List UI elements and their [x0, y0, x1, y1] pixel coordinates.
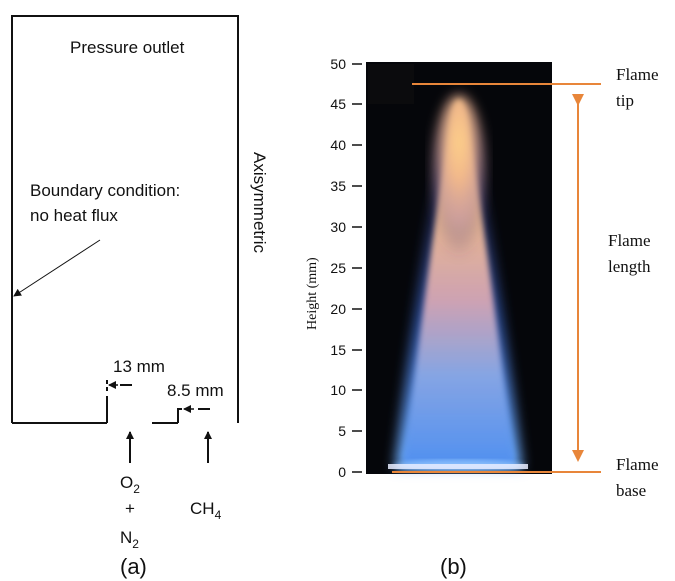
y-tick-labels: 0 5 10 15 20 25 30 35 40 45 50 — [330, 56, 346, 480]
oxidizer-plus: + — [125, 499, 135, 518]
y-axis-label: Height (mm) — [305, 257, 320, 330]
domain-outline — [11, 15, 239, 423]
y-tick-label: 5 — [338, 423, 346, 439]
flame-length-label-line2: length — [608, 257, 651, 276]
y-tick-label: 10 — [330, 382, 346, 398]
y-tick-label: 45 — [330, 96, 346, 112]
y-tick-label: 20 — [330, 301, 346, 317]
flame-base-label-line1: Flame — [616, 455, 659, 474]
panel-b: Height (mm) 0 5 10 15 20 25 30 35 40 45 … — [305, 56, 659, 579]
caption-b: (b) — [440, 554, 467, 579]
inlet-separator — [177, 408, 182, 423]
y-tick-label: 0 — [338, 464, 346, 480]
y-tick-marks — [352, 63, 362, 473]
dim-outer-label: 13 mm — [113, 357, 165, 376]
flame-photo — [366, 62, 552, 474]
boundary-condition-line1: Boundary condition: — [30, 181, 180, 200]
oxidizer-n2: N2 — [120, 528, 139, 551]
fuel-ch4: CH4 — [190, 499, 222, 522]
flame-annotations — [392, 83, 601, 473]
boundary-condition-line2: no heat flux — [30, 206, 118, 225]
y-tick-label: 15 — [330, 342, 346, 358]
boundary-arrow — [13, 239, 101, 297]
y-tick-label: 35 — [330, 178, 346, 194]
y-tick-label: 25 — [330, 260, 346, 276]
flame-tip-label-line2: tip — [616, 91, 634, 110]
y-tick-label: 40 — [330, 137, 346, 153]
flame-base-label-line2: base — [616, 481, 646, 500]
y-tick-label: 30 — [330, 219, 346, 235]
y-tick-label: 50 — [330, 56, 346, 72]
panel-a: Pressure outlet Axisymmetric Boundary co… — [11, 15, 269, 579]
axisymmetric-label: Axisymmetric — [250, 152, 269, 254]
dim-inner-label: 8.5 mm — [167, 381, 224, 400]
flame-length-label-line1: Flame — [608, 231, 651, 250]
caption-a: (a) — [120, 554, 147, 579]
pressure-outlet-label: Pressure outlet — [70, 38, 185, 57]
flame-tip-label-line1: Flame — [616, 65, 659, 84]
oxidizer-o2: O2 — [120, 473, 140, 496]
